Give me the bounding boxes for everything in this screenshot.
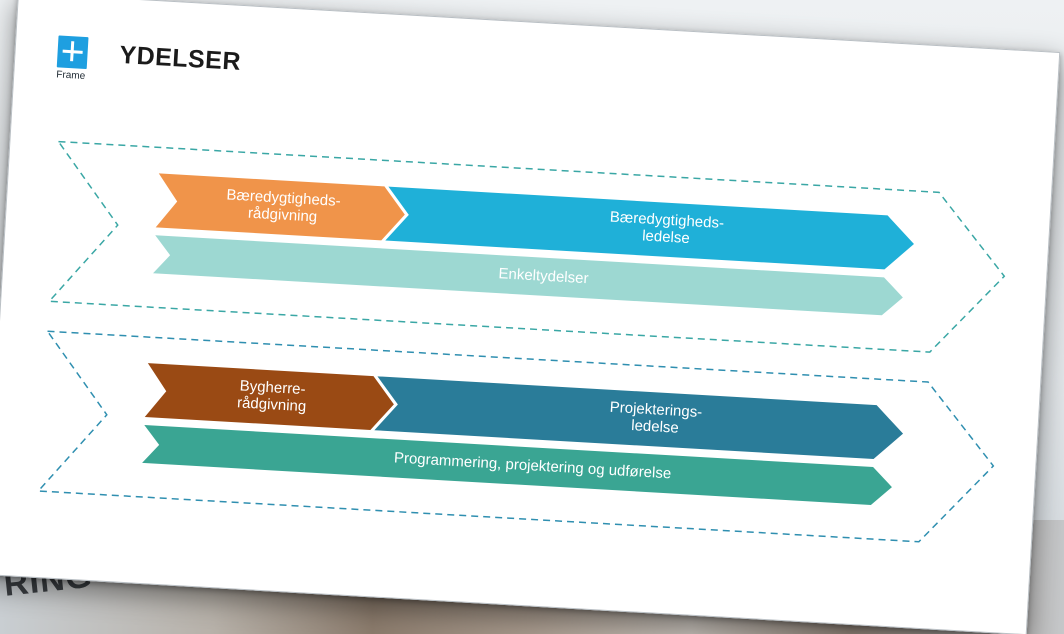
group2-right-arrow (374, 376, 904, 460)
group2-outline-chevron (36, 330, 995, 543)
group1-bar (153, 235, 903, 316)
group1-left-arrow (155, 173, 405, 241)
group2-bar (142, 424, 892, 505)
group2-left-arrow (144, 363, 394, 431)
group1-outline-chevron (47, 140, 1006, 353)
group1-right-arrow (385, 186, 914, 270)
